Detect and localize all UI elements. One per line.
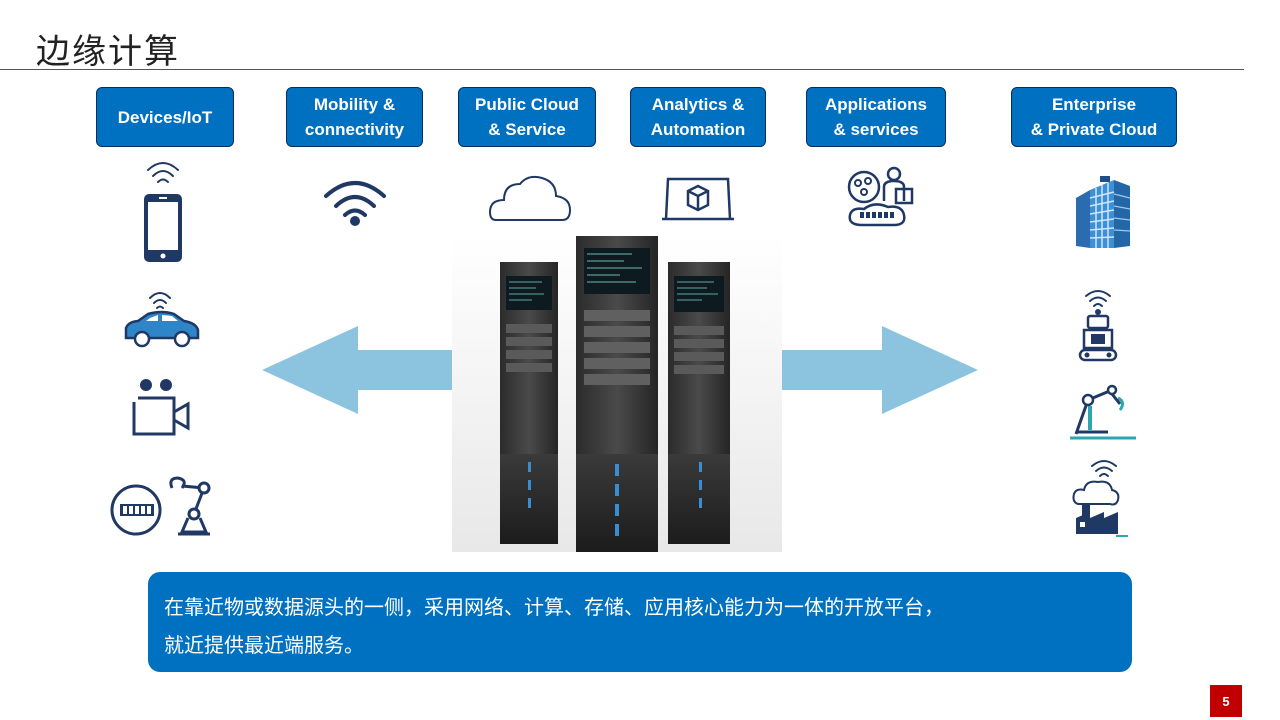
category-enterprise-private-cloud: Enterprise & Private Cloud [1011,87,1177,147]
slide-title: 边缘计算 [36,32,180,72]
category-applications-services: Applications & services [806,87,946,147]
page-number-badge: 5 [1210,685,1242,717]
category-mobility-connectivity: Mobility & connectivity [286,87,423,147]
wifi-icon [322,176,388,228]
analytics-box-icon [660,175,736,223]
summary-box: 在靠近物或数据源头的一侧，采用网络、计算、存储、应用核心能力为一体的开放平台， … [148,572,1132,672]
cloud-icon [488,172,572,224]
factory-wifi-icon [1070,456,1132,538]
category-public-cloud-service: Public Cloud & Service [458,87,596,147]
office-building-icon [1070,174,1136,250]
summary-line-2: 就近提供最近端服务。 [164,633,364,657]
category-analytics-automation: Analytics & Automation [630,87,766,147]
summary-line-1: 在靠近物或数据源头的一侧，采用网络、计算、存储、应用核心能力为一体的开放平台， [164,595,944,619]
smartphone-wifi-icon [140,156,186,266]
right-arrow [782,326,980,418]
title-divider [0,69,1244,70]
left-arrow [262,326,454,418]
category-devices-iot: Devices/IoT [96,87,234,147]
applications-services-icon [844,165,916,231]
server-racks-image [452,234,782,552]
robot-wifi-icon [1074,286,1122,366]
connected-car-icon [122,288,202,348]
robotic-arm-icon [1068,384,1138,442]
industrial-robot-icon [108,474,220,538]
video-camera-icon [128,376,194,438]
